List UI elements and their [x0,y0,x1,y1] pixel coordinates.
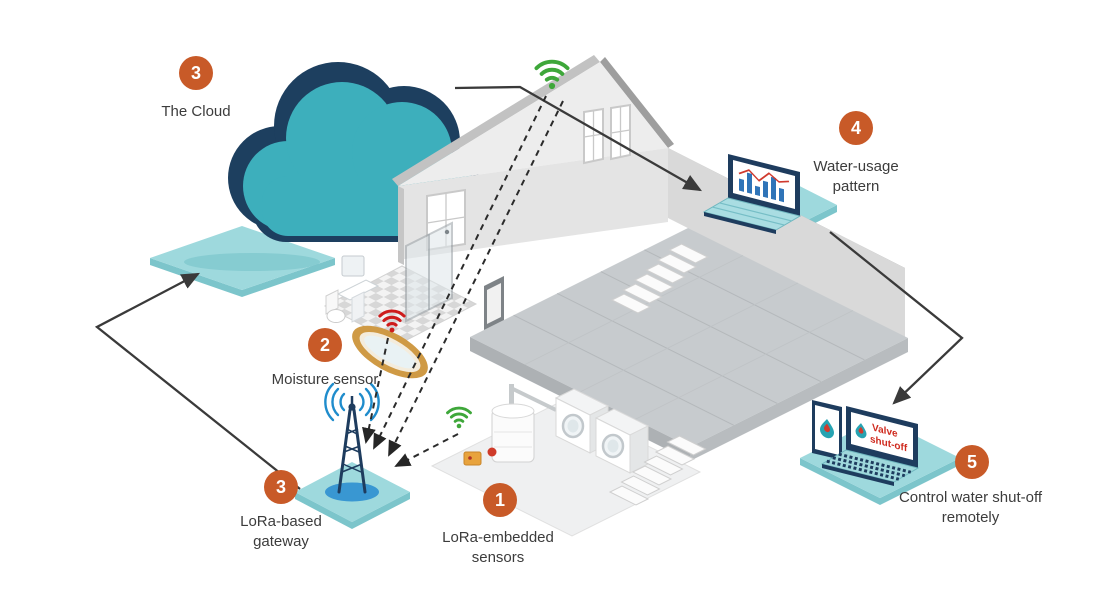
step-badge-control: 5 [955,445,989,479]
roof-left [392,55,600,186]
right-wall [668,148,905,338]
step-label-water-usage: Water-usage pattern [813,158,899,195]
dashed-basement-to-gateway [394,433,459,467]
arrow-cloud-to-usage [454,85,702,192]
interior-door [484,276,504,330]
arrow-gateway-to-cloud [94,272,301,490]
basement [430,384,707,537]
toilet [325,289,346,323]
step-label-gateway: LoRa-based gateway [240,513,322,550]
step-badge-water-usage: 4 [839,111,873,145]
water-drop-icon [820,419,834,439]
bathtub [352,325,428,379]
water-heater [463,384,557,466]
dashed-bathroom-to-gateway [362,337,389,444]
usage-chart [733,160,795,210]
lower-stairs [608,435,707,506]
step-badge-moisture: 2 [308,328,342,362]
control-devices: Valve shut-off [812,400,920,486]
west-wall-edge [398,186,404,265]
sink [336,279,380,323]
shower-stall [405,221,453,323]
step-label-moisture: Moisture sensor [271,371,379,388]
usage-laptop [702,154,802,234]
gateway-tower [324,382,380,502]
step-badge-cloud: 3 [179,56,213,90]
step-label-cloud: The Cloud [161,103,231,120]
bathroom [323,221,478,379]
wifi-icon-basement [446,406,472,430]
control-laptop: Valve shut-off [820,406,920,486]
roof-right [600,57,674,148]
step-badge-gateway: 3 [264,470,298,504]
cloud-platform [150,226,335,297]
bathroom-floor [323,265,478,345]
control-phone [812,400,842,460]
arrow-usage-to-control [829,231,964,405]
upper-stairs [610,243,709,314]
radio-waves-icon [324,382,380,422]
attic-windows [583,103,631,165]
step-label-control: Control water shut-off remotely [898,489,1043,526]
valve-shutoff-screen: Valve shut-off [851,412,913,461]
dryer [594,408,650,474]
step-label-sensors: LoRa-embedded sensors [442,529,554,566]
mirror [341,255,365,277]
step-badge-sensors: 1 [483,483,517,517]
connectors [94,85,964,490]
